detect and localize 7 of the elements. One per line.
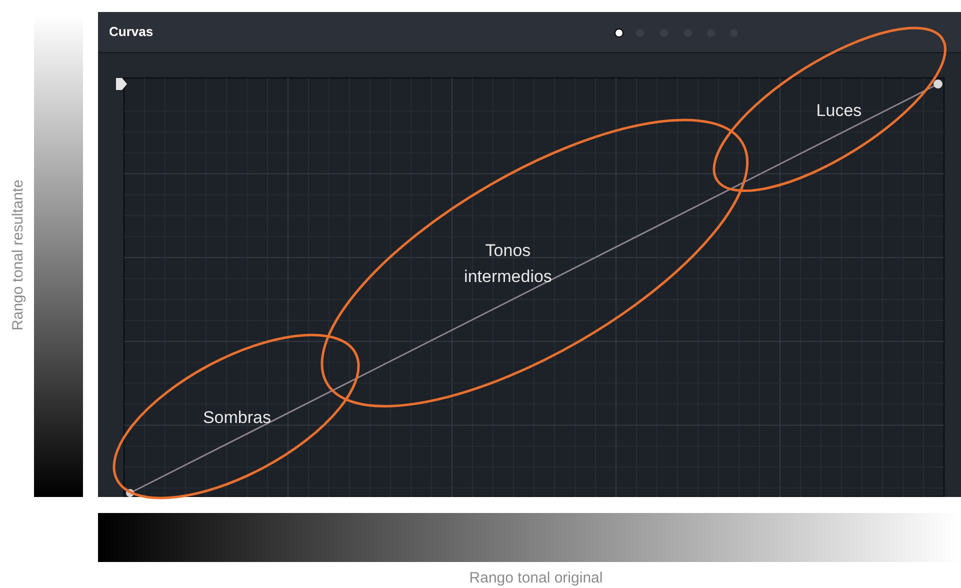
tonal-range-label: Tonos intermedios [463,240,553,288]
axis-label: Rango tonal original [469,570,603,586]
axis-label: Rango tonal resultante [10,180,26,330]
tonal-range-label: Luces [816,100,862,122]
panel-title: Curvas [109,24,154,39]
tonal-range-label: Sombras [202,406,271,429]
curves-panel [98,12,961,497]
